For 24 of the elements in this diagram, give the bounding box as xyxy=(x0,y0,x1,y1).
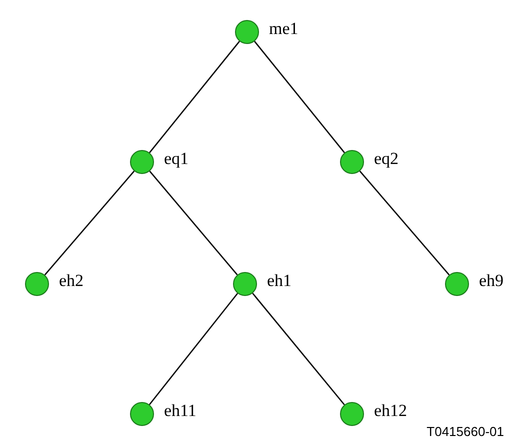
connector-line xyxy=(148,293,238,405)
connector-line xyxy=(149,170,238,276)
node-label: eh11 xyxy=(164,401,196,421)
node-label: eh2 xyxy=(59,271,84,291)
connector-line xyxy=(44,170,135,276)
node-circle xyxy=(130,150,154,174)
node-circle xyxy=(445,272,469,296)
figure-id: T0415660-01 xyxy=(426,424,504,439)
node-label: eq1 xyxy=(164,149,189,169)
node-label: eh9 xyxy=(479,271,504,291)
node-label: me1 xyxy=(269,19,298,39)
node-circle xyxy=(130,402,154,426)
connector-line xyxy=(149,40,240,154)
node-label: eq2 xyxy=(374,149,399,169)
connector-line xyxy=(254,40,345,154)
node-circle xyxy=(233,272,257,296)
connector-line xyxy=(359,170,450,276)
node-circle xyxy=(235,20,259,44)
connector-line xyxy=(252,292,345,406)
node-label: eh1 xyxy=(267,271,292,291)
node-circle xyxy=(340,150,364,174)
node-circle xyxy=(340,402,364,426)
node-label: eh12 xyxy=(374,401,408,421)
node-circle xyxy=(25,272,49,296)
